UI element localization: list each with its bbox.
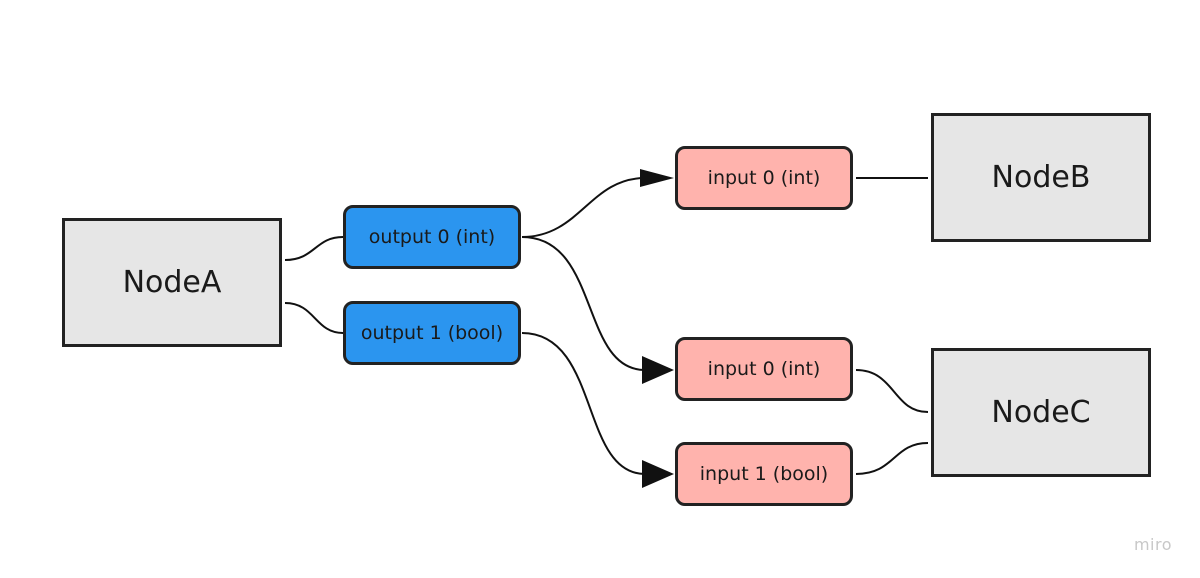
- node-c[interactable]: NodeC: [931, 348, 1151, 477]
- port-node-a-output-0[interactable]: output 0 (int): [343, 205, 521, 269]
- arrowhead-nodeb-input0: [640, 169, 674, 187]
- port-label: input 0 (int): [707, 167, 821, 189]
- port-label: input 1 (bool): [699, 463, 829, 485]
- port-label: output 0 (int): [368, 226, 496, 248]
- wire-input1-nodec: [855, 442, 929, 475]
- wire-nodea-output0: [284, 236, 344, 261]
- port-node-c-input-0[interactable]: input 0 (int): [675, 337, 853, 401]
- node-a-label: NodeA: [122, 265, 222, 300]
- node-b[interactable]: NodeB: [931, 113, 1151, 242]
- miro-watermark: miro: [1133, 535, 1172, 554]
- port-label: input 0 (int): [707, 358, 821, 380]
- port-label: output 1 (bool): [360, 322, 504, 344]
- arrowhead-nodec-input1: [642, 460, 674, 488]
- port-node-a-output-1[interactable]: output 1 (bool): [343, 301, 521, 365]
- port-node-c-input-1[interactable]: input 1 (bool): [675, 442, 853, 506]
- port-node-b-input-0[interactable]: input 0 (int): [675, 146, 853, 210]
- arrowhead-nodec-input0: [642, 356, 674, 384]
- wire-nodea-output1: [284, 302, 344, 334]
- wire-output0-nodec-input0: [521, 236, 646, 371]
- wire-output1-nodec-input1: [521, 332, 646, 475]
- wire-output0-nodeb-input0: [521, 177, 646, 238]
- wire-input0-nodec: [855, 369, 929, 413]
- node-b-label: NodeB: [991, 160, 1091, 195]
- node-a[interactable]: NodeA: [62, 218, 282, 347]
- node-c-label: NodeC: [991, 395, 1091, 430]
